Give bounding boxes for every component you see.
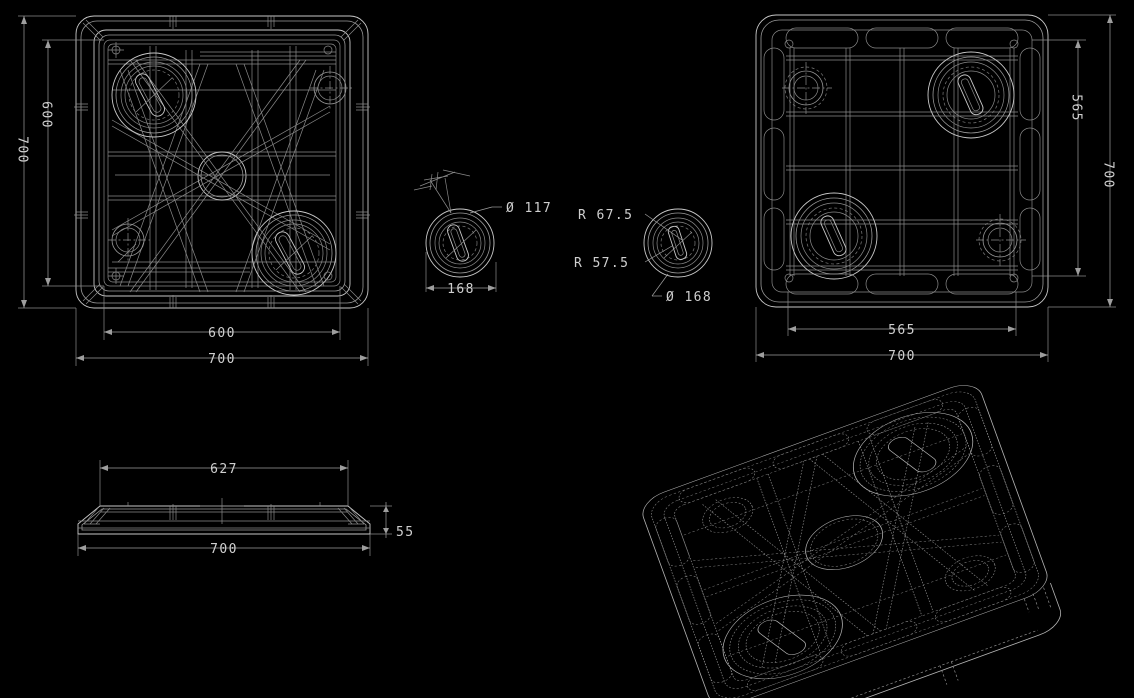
front-top-view [74, 15, 370, 309]
rib-grid [786, 48, 1018, 276]
dim-label-front-height-outer: 700 [15, 136, 30, 164]
rear-port-top-right [927, 51, 1015, 139]
dim-label-side-thickness: 55 [396, 525, 414, 540]
small-port-bottom-left [108, 218, 150, 262]
dim-label-detail-b-radius-inner: R 57.5 [574, 256, 629, 271]
lifting-port-bottom-right [251, 210, 337, 296]
small-port-top-right [310, 66, 352, 110]
isometric-view [642, 385, 1061, 698]
dim-label-rear-height-outer: 700 [1101, 161, 1116, 189]
dim-label-front-width-inner: 600 [208, 326, 236, 341]
dim-label-rear-width-outer: 700 [888, 349, 916, 364]
front-view-dimensions [18, 15, 369, 366]
side-elevation-view [77, 498, 371, 535]
dim-label-rear-width-inner: 565 [888, 323, 916, 338]
dim-label-detail-b-diameter: Ø 168 [666, 290, 712, 305]
side-view-dimensions [77, 460, 392, 556]
perimeter-slots [763, 27, 1041, 295]
rear-port-bottom-left [790, 192, 878, 280]
iso-port-a [852, 412, 974, 497]
rear-view-dimensions [755, 14, 1116, 362]
lifting-port-top-left [111, 52, 197, 138]
rear-small-port-top-left [782, 62, 832, 114]
dim-label-detail-b-radius-outer: R 67.5 [578, 208, 633, 223]
detail-view-b [643, 208, 713, 297]
dim-label-front-height-inner: 600 [39, 101, 54, 129]
rear-top-view [755, 14, 1049, 308]
dim-label-side-bottom-width: 700 [210, 542, 238, 557]
dim-label-front-width-outer: 700 [208, 352, 236, 367]
detail-view-a [413, 169, 502, 292]
iso-port-b [722, 594, 843, 680]
dim-label-side-top-width: 627 [210, 462, 238, 477]
dim-label-detail-a-diameter: Ø 117 [506, 201, 552, 216]
star-rib-pattern [111, 46, 336, 293]
dim-label-detail-a-width: 168 [447, 282, 475, 297]
rear-small-port-bottom-right [976, 214, 1026, 266]
dim-label-rear-height-inner: 565 [1069, 94, 1084, 122]
